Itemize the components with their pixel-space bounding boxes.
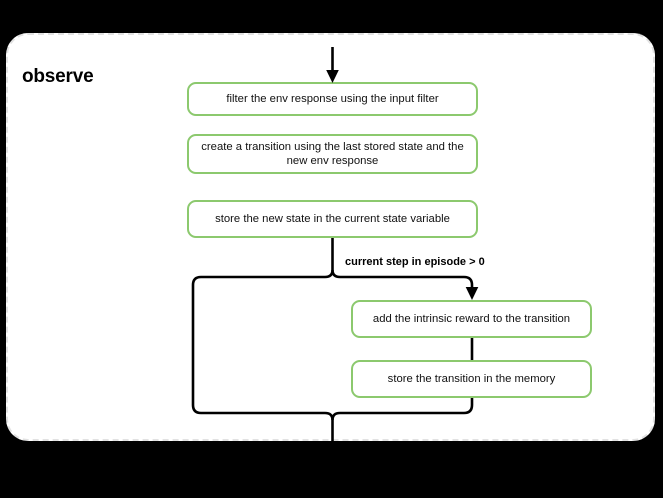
node-filter-env-response[interactable]: filter the env response using the input … xyxy=(187,82,478,116)
node-store-new-state[interactable]: store the new state in the current state… xyxy=(187,200,478,238)
node-add-intrinsic-reward[interactable]: add the intrinsic reward to the transiti… xyxy=(351,300,592,338)
scope-title: observe xyxy=(22,66,94,87)
node-create-transition[interactable]: create a transition using the last store… xyxy=(187,134,478,174)
condition-label-current-step: current step in episode > 0 xyxy=(345,256,485,268)
node-store-transition-memory[interactable]: store the transition in the memory xyxy=(351,360,592,398)
